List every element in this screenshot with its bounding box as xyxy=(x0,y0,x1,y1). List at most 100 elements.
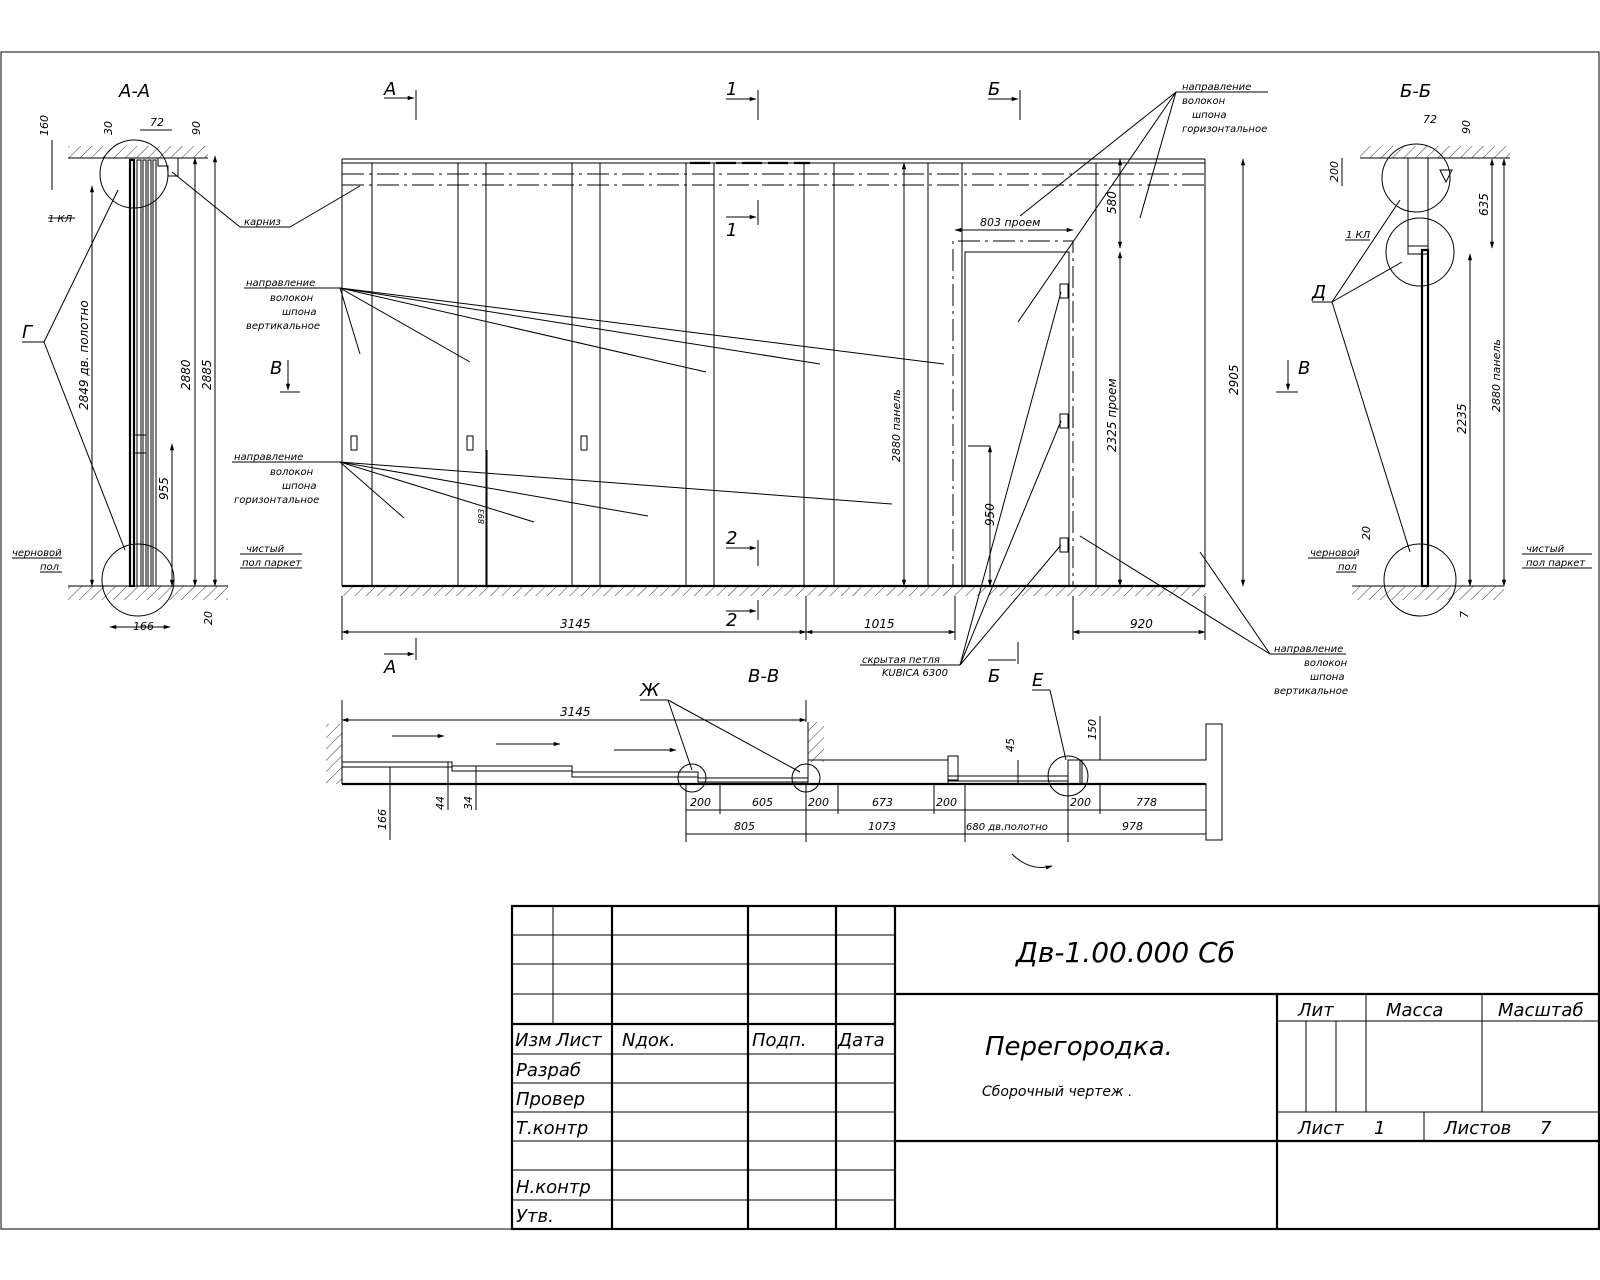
col-data: Дата xyxy=(837,1030,885,1051)
drawing-name: Перегородка. xyxy=(985,1032,1173,1062)
note-kl-aa: 1 КЛ xyxy=(48,214,73,225)
dim-580: 580 xyxy=(1105,191,1119,214)
title-block: Дв-1.00.000 Сб Перегородка. Сборочный че… xyxy=(510,904,1600,1231)
mark-g: Г xyxy=(22,322,34,343)
fiber-h-right-3: шпона xyxy=(1192,110,1226,121)
lit-label: Лит xyxy=(1297,1000,1334,1021)
fiber-v-right-4: вертикальное xyxy=(1274,686,1348,697)
col-podp: Подп. xyxy=(752,1030,806,1051)
sheets-label: Листов xyxy=(1443,1118,1511,1139)
dim-778: 778 xyxy=(1136,796,1157,809)
dim-200-bb: 200 xyxy=(1328,161,1341,182)
floor-rough-bb-1: черновой xyxy=(1310,548,1360,559)
dim-2235: 2235 xyxy=(1455,403,1469,434)
floor-rough-aa-1: черновой xyxy=(12,548,62,559)
dim-200-2: 200 xyxy=(808,796,829,809)
dim-1073: 1073 xyxy=(868,820,896,833)
fiber-h-right-1: направление xyxy=(1182,82,1251,93)
main-elevation: А А 1 1 2 2 Б Б В В 3145 xyxy=(232,79,1348,697)
dim-90-bb: 90 xyxy=(1460,120,1473,134)
mark-e: Е xyxy=(1032,670,1044,691)
dim-2880-bb: 2880 панель xyxy=(1490,339,1503,412)
floor-clean-aa-2: пол паркет xyxy=(242,558,302,569)
dim-920: 920 xyxy=(1130,617,1153,631)
dim-635: 635 xyxy=(1477,193,1491,216)
fiber-v-right-3: шпона xyxy=(1310,672,1344,683)
dim-34: 34 xyxy=(462,796,475,810)
dim-2880-aa: 2880 xyxy=(179,359,193,390)
row-razrab: Разраб xyxy=(516,1060,581,1081)
floor-clean-aa-1: чистый xyxy=(246,544,285,555)
dim-90-aa: 90 xyxy=(190,121,203,135)
dim-45: 45 xyxy=(1004,738,1017,752)
dim-2849: 2849 дв. полотно xyxy=(77,300,91,410)
dim-978: 978 xyxy=(1122,820,1143,833)
mark-1-top: 1 xyxy=(726,79,737,100)
mark-v-left: В xyxy=(270,358,282,379)
mass-label: Масса xyxy=(1386,1000,1443,1021)
mark-v-right: В xyxy=(1298,358,1310,379)
mark-b-top: Б xyxy=(988,79,1000,100)
mark-a-top: А xyxy=(383,79,396,100)
fiber-h-right-2: волокон xyxy=(1182,96,1226,107)
mark-a-bottom: А xyxy=(383,657,396,678)
dim-673: 673 xyxy=(872,796,893,809)
floor-rough-aa-2: пол xyxy=(40,562,60,573)
section-bb: Б-Б 200 72 90 635 2235 2880 панель 20 7 … xyxy=(1308,81,1592,618)
row-nkontr: Н.контр xyxy=(516,1177,591,1198)
fiber-v-right-1: направление xyxy=(1274,644,1343,655)
section-vv-title: В-В xyxy=(748,666,779,687)
sheet-label: Лист xyxy=(1297,1118,1344,1139)
dim-803: 803 проем xyxy=(980,216,1040,229)
col-list: Лист xyxy=(555,1030,602,1051)
section-bb-title: Б-Б xyxy=(1400,81,1431,102)
mark-2-top: 2 xyxy=(726,528,737,549)
hinge-note-2: KUBICA 6300 xyxy=(882,668,948,679)
mark-d: Д xyxy=(1311,282,1326,303)
dim-166-aa: 166 xyxy=(133,620,154,633)
dim-3145: 3145 xyxy=(560,617,591,631)
fiber-h-left-4: горизонтальное xyxy=(234,495,319,506)
col-izm: Изм xyxy=(515,1030,552,1051)
dim-805: 805 xyxy=(734,820,755,833)
mark-2-bottom: 2 xyxy=(726,610,737,631)
sheet-value: 1 xyxy=(1374,1118,1385,1139)
dim-44: 44 xyxy=(434,796,447,810)
dim-160: 160 xyxy=(38,115,51,136)
fiber-v-left-1: направление xyxy=(246,278,315,289)
fiber-v-left-3: шпона xyxy=(282,307,316,318)
floor-clean-bb-2: пол паркет xyxy=(1526,558,1586,569)
dim-72-aa: 72 xyxy=(150,116,164,129)
mark-zh: Ж xyxy=(639,680,660,701)
karniz-label: карниз xyxy=(244,217,281,228)
hinge-note-1: скрытая петля xyxy=(862,655,940,666)
dim-955: 955 xyxy=(157,477,171,500)
row-utv: Утв. xyxy=(516,1206,554,1227)
dim-166-vv: 166 xyxy=(376,809,389,830)
sheets-value: 7 xyxy=(1540,1118,1552,1139)
row-tkontr: Т.контр xyxy=(516,1118,588,1139)
dim-2905: 2905 xyxy=(1227,364,1241,395)
floor-rough-bb-2: пол xyxy=(1338,562,1358,573)
note-kl-bb: 1 КЛ xyxy=(1346,230,1371,241)
dim-2885: 2885 xyxy=(200,359,214,390)
dim-893: 893 xyxy=(477,509,486,524)
fiber-v-right-2: волокон xyxy=(1304,658,1348,669)
dim-200-3: 200 xyxy=(936,796,957,809)
dim-200-4: 200 xyxy=(1070,796,1091,809)
fiber-h-left-1: направление xyxy=(234,452,303,463)
scale-label: Масштаб xyxy=(1498,1000,1584,1021)
sheet-frame xyxy=(0,51,1600,1230)
drawing-subtitle: Сборочный чертеж . xyxy=(982,1084,1133,1100)
mark-b-bottom: Б xyxy=(988,666,1000,687)
dim-7: 7 xyxy=(1458,611,1471,618)
section-vv: В-В Ж Е 3145 xyxy=(326,666,1223,870)
dim-20-aa: 20 xyxy=(202,611,215,625)
dim-72-bb: 72 xyxy=(1423,113,1437,126)
row-prover: Провер xyxy=(516,1089,585,1110)
fiber-v-left-4: вертикальное xyxy=(246,321,320,332)
section-aa: А-А 2849 дв. полотно 2880 2885 955 160 3… xyxy=(12,81,361,633)
dim-2880-panel: 2880 панель xyxy=(890,389,903,462)
dim-200-1: 200 xyxy=(690,796,711,809)
